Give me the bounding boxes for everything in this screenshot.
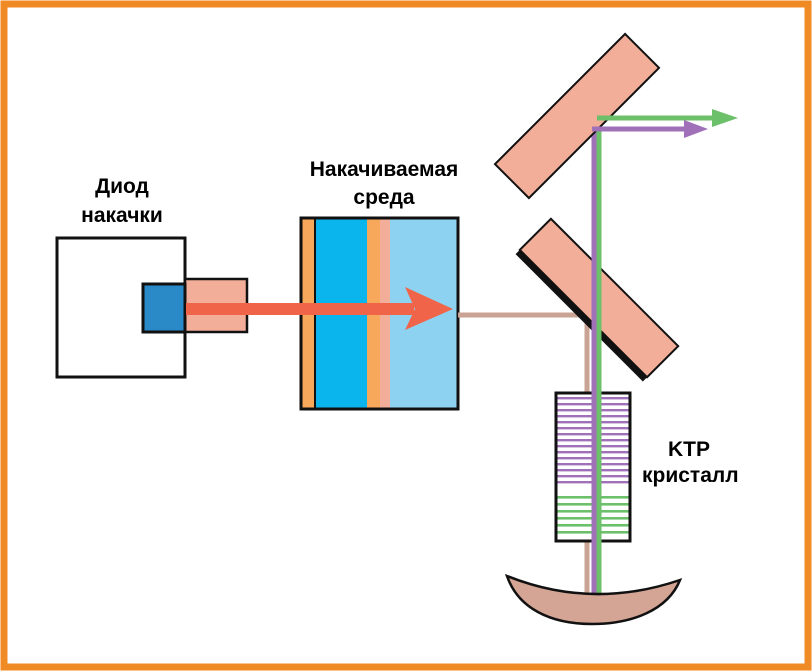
concave-end-mirror [504, 573, 683, 626]
output-mirror [493, 32, 661, 200]
pump-diode-emitter [141, 282, 187, 334]
pump-beam-arrowhead [405, 287, 453, 330]
gain-medium-label-line1: Накачиваемая [310, 158, 459, 181]
violet-output-arrowhead [684, 120, 708, 138]
green-output-arrowhead [712, 109, 738, 127]
folding-mirror-coating [515, 249, 648, 382]
pump-beam [186, 287, 453, 330]
ktp-label-line2: кристалл [642, 464, 739, 487]
pump-beam-shaft [186, 303, 414, 315]
output-mirror-body [493, 32, 661, 200]
gain-medium-label-line2: среда [353, 186, 415, 209]
pump-diode-label-line2: накачки [81, 204, 163, 227]
ktp-label-line1: KTP [668, 438, 710, 461]
pump-diode-label-line1: Диод [95, 175, 149, 198]
